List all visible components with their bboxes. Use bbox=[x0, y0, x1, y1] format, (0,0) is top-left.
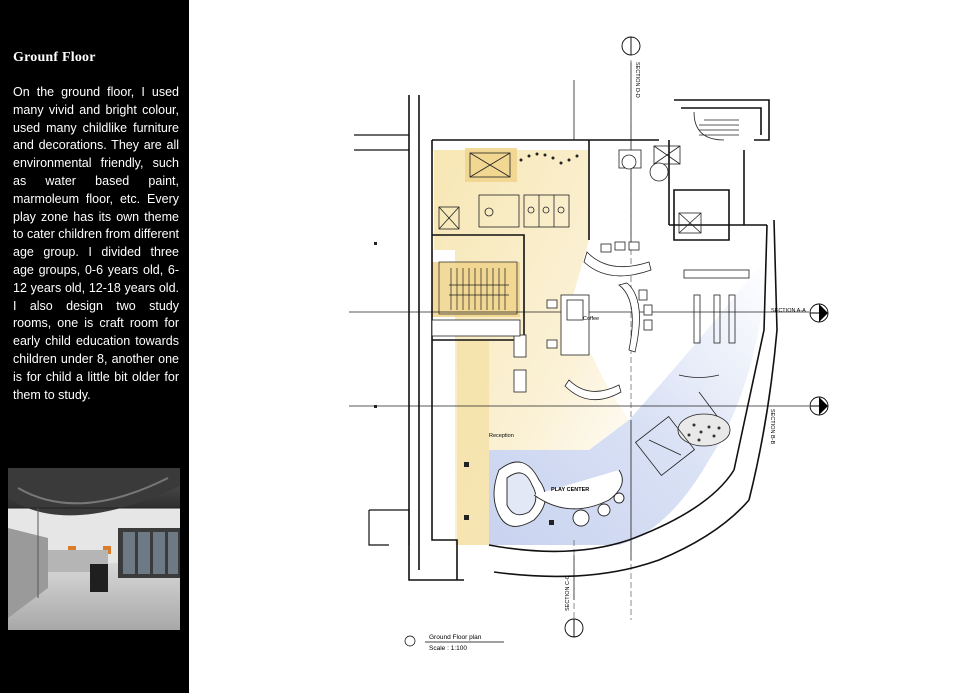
plan-caption: Ground Floor plan Scale : 1:100 bbox=[404, 634, 504, 652]
interior-render-image bbox=[8, 468, 180, 630]
section-dd-label: SECTION D-D bbox=[634, 62, 640, 98]
section-cc-label: SECTION C-C bbox=[565, 575, 571, 611]
caption-scale: Scale : 1:100 bbox=[429, 645, 467, 652]
page-title: Grounf Floor bbox=[13, 50, 96, 65]
section-bb-label: SECTION B-B bbox=[769, 409, 775, 444]
sidebar-panel: Grounf Floor On the ground floor, I used… bbox=[0, 0, 189, 693]
description-text: On the ground floor, I used many vivid a… bbox=[13, 85, 179, 402]
floor-plan-drawing: Coffee Reception PLAY CENTER SECTION A-A… bbox=[189, 0, 980, 693]
reception-label: Reception bbox=[489, 433, 514, 439]
caption-title: Ground Floor plan bbox=[429, 634, 482, 641]
coffee-label: Coffee bbox=[583, 316, 599, 322]
section-aa-label: SECTION A-A bbox=[771, 308, 806, 314]
play-center-label: PLAY CENTER bbox=[551, 487, 589, 493]
